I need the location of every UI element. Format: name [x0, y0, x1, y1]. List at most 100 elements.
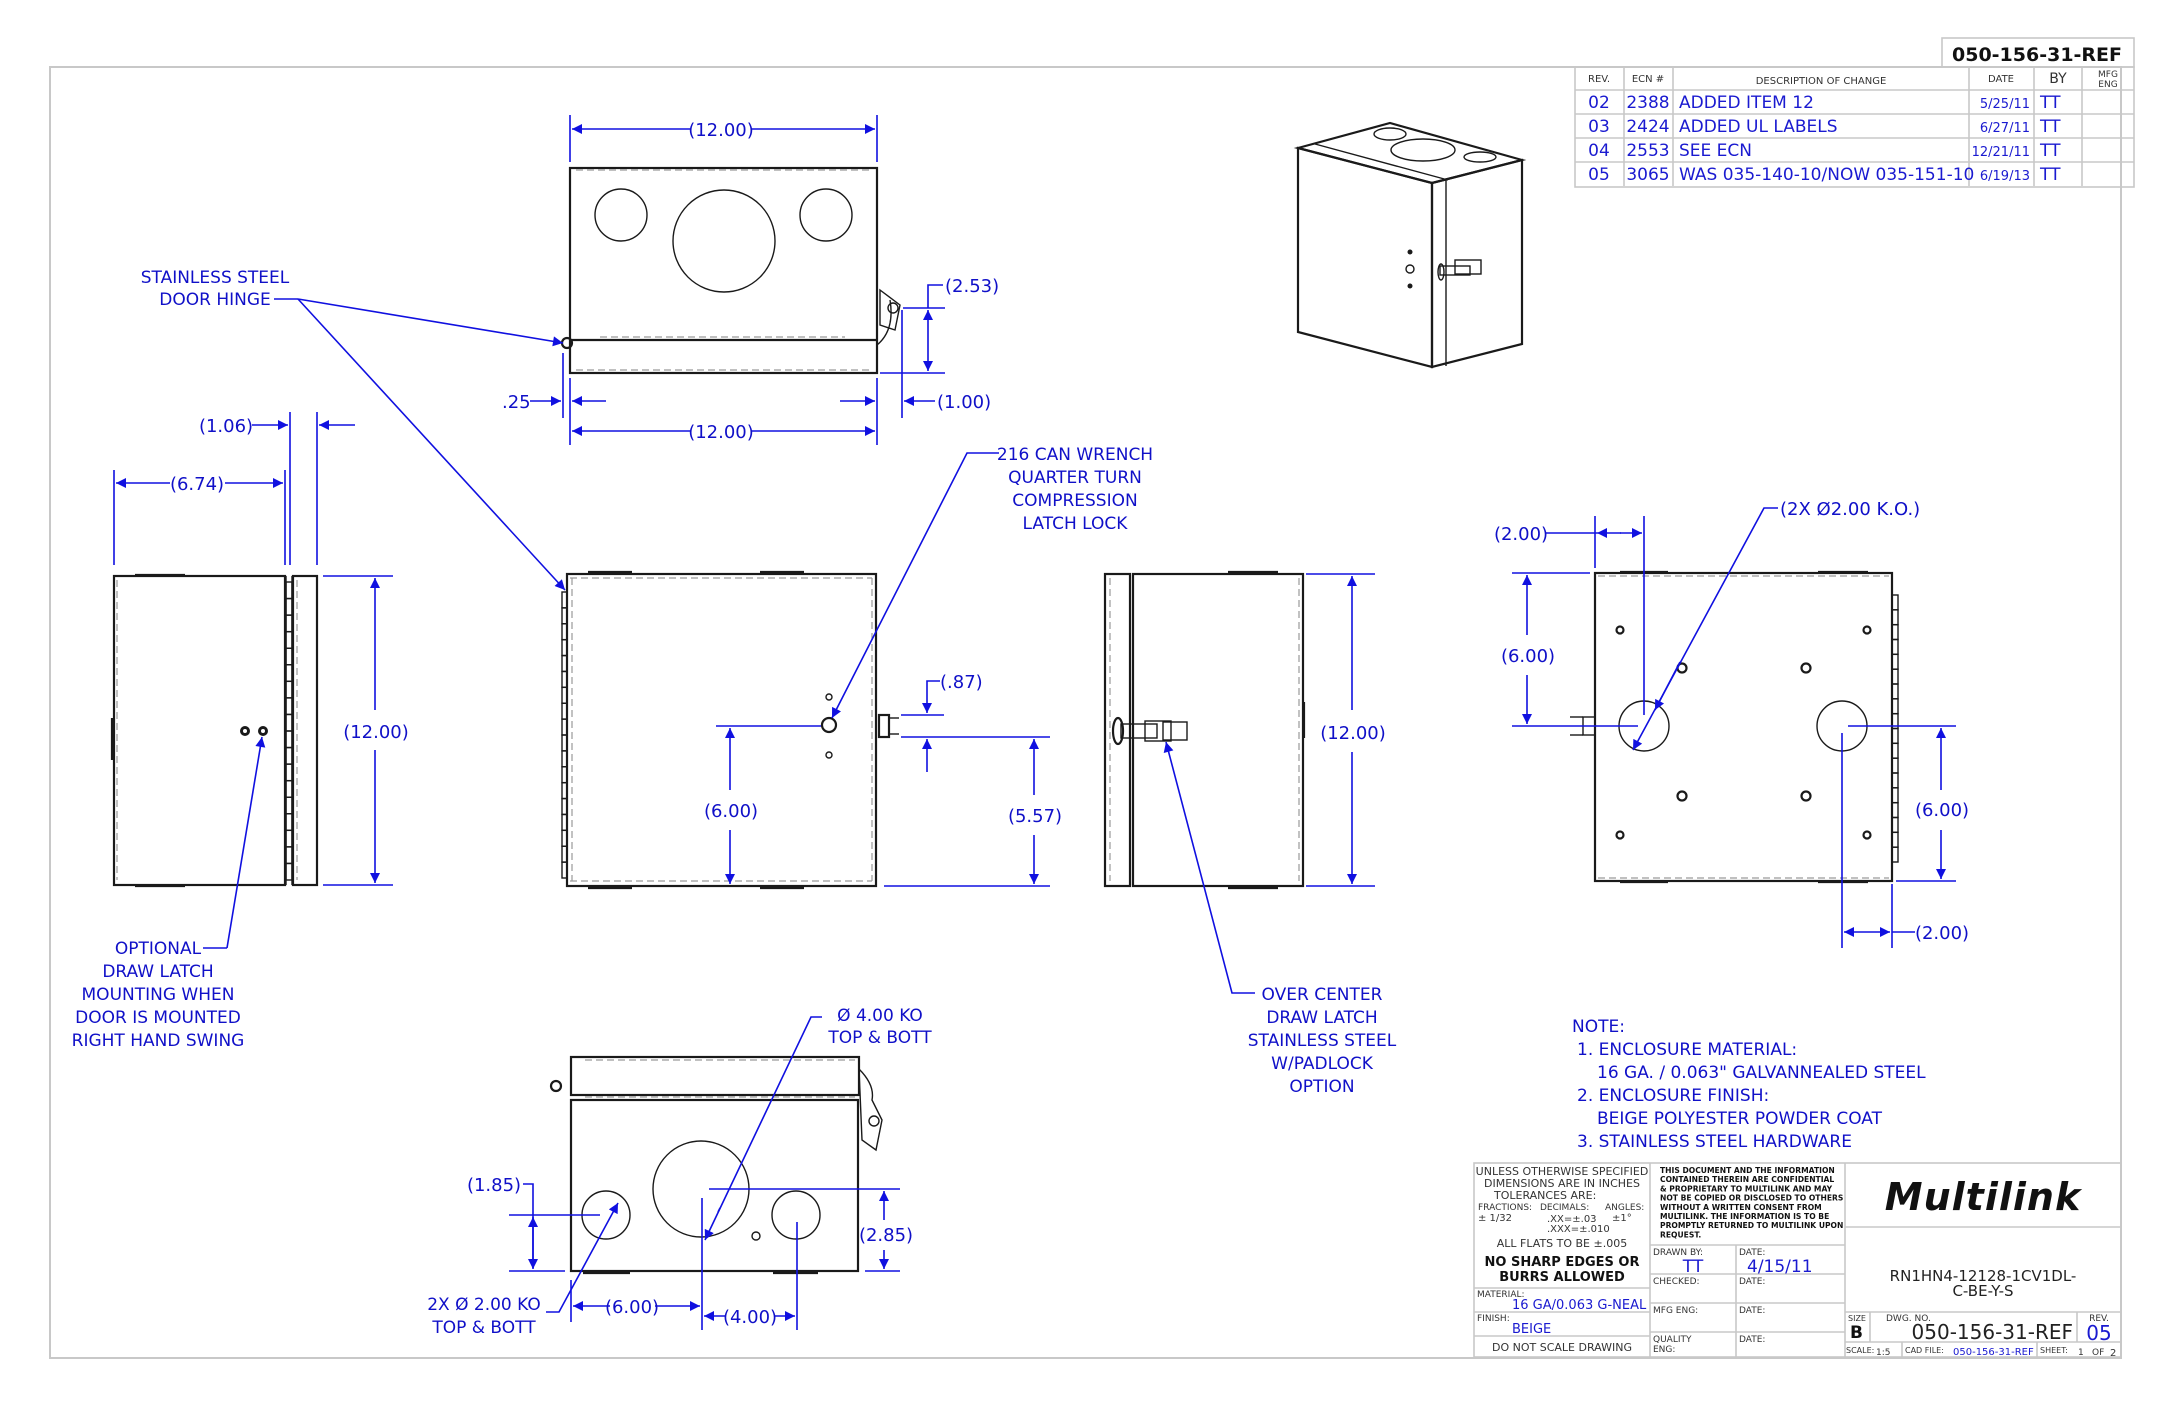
svg-text:RIGHT HAND SWING: RIGHT HAND SWING — [72, 1031, 245, 1051]
dim-bottom-small-ko-h: (1.85) — [467, 1175, 521, 1196]
svg-text:QUALITY: QUALITY — [1653, 1335, 1692, 1345]
svg-text:SCALE:: SCALE: — [1846, 1346, 1874, 1355]
mounting-hole — [1800, 790, 1812, 802]
svg-text:CHECKED:: CHECKED: — [1653, 1277, 1700, 1287]
svg-text:LATCH LOCK: LATCH LOCK — [1023, 514, 1129, 534]
ko-4-callout-line1: Ø 4.00 KO — [837, 1006, 923, 1026]
svg-text:DO NOT SCALE DRAWING: DO NOT SCALE DRAWING — [1492, 1341, 1632, 1354]
svg-text:DATE:: DATE: — [1739, 1335, 1765, 1345]
hinge-knuckle — [285, 746, 293, 765]
knockout-small-right — [771, 1190, 821, 1240]
mounting-hole — [1862, 625, 1872, 635]
svg-text:DECIMALS:: DECIMALS: — [1540, 1203, 1589, 1213]
hinge-knuckle — [285, 862, 293, 881]
size-value: B — [1850, 1323, 1863, 1343]
svg-text:FINISH:: FINISH: — [1477, 1314, 1510, 1324]
knockout-large — [672, 189, 776, 293]
dim-front-latch-width: (.87) — [940, 672, 983, 693]
svg-text:REV.: REV. — [2089, 1314, 2109, 1324]
svg-text:DATE:: DATE: — [1739, 1306, 1765, 1316]
svg-text:QUARTER TURN: QUARTER TURN — [1008, 468, 1142, 488]
svg-text:TOLERANCES ARE:: TOLERANCES ARE: — [1493, 1189, 1596, 1202]
drawn-date-value: 4/15/11 — [1747, 1257, 1813, 1277]
svg-text:DATE:: DATE: — [1739, 1248, 1765, 1258]
svg-text:±1°: ±1° — [1612, 1213, 1632, 1224]
hinge-knuckle — [285, 796, 293, 815]
ecn-cell: 2424 — [1626, 117, 1669, 137]
rev-value: 05 — [2086, 1321, 2111, 1345]
svg-text:MATERIAL:: MATERIAL: — [1477, 1290, 1525, 1300]
hinge-knuckle — [561, 861, 568, 879]
description-cell: WAS 035-140-10/NOW 035-151-10 — [1679, 165, 1974, 185]
hinge-knuckle — [285, 813, 293, 832]
confidential-notice-line: NOT BE COPIED OR DISCLOSED TO OTHERS — [1660, 1194, 1843, 1203]
hinge-knuckle — [285, 647, 293, 666]
svg-text:± 1/32: ± 1/32 — [1478, 1213, 1512, 1224]
dim-front-lock-height: (6.00) — [704, 801, 758, 822]
dim-back-ko-y2: (6.00) — [1915, 800, 1969, 821]
confidential-notice-line: THIS DOCUMENT AND THE INFORMATION — [1660, 1166, 1835, 1175]
date-cell: 6/19/13 — [1980, 169, 2030, 184]
general-notes: NOTE: 1. ENCLOSURE MATERIAL: 16 GA. / 0.… — [1572, 1017, 1926, 1152]
hinge-knuckle — [285, 680, 293, 699]
rev-cell: 03 — [1588, 117, 1610, 137]
over-center-callout: OVER CENTER DRAW LATCH STAINLESS STEEL W… — [1163, 741, 1397, 1097]
part-number-line2: C-BE-Y-S — [1952, 1282, 2013, 1300]
svg-text:BURRS ALLOWED: BURRS ALLOWED — [1499, 1270, 1625, 1285]
rev-cell: 05 — [1588, 165, 1610, 185]
hinge-pin-icon — [549, 1079, 563, 1093]
multilink-logo: Multilink — [1885, 1175, 2083, 1219]
svg-text:MFG ENG:: MFG ENG: — [1653, 1306, 1698, 1316]
door-hinge-callout: STAINLESS STEEL DOOR HINGE — [141, 268, 566, 591]
dim-side-depth: (6.74) — [170, 474, 224, 495]
left-side-view: (6.74) (1.06) (12.00) — [110, 412, 409, 888]
sheet-total: 2 — [2110, 1348, 2116, 1359]
svg-text:DRAW LATCH: DRAW LATCH — [1266, 1008, 1377, 1028]
part-number-line1: RN1HN4-12128-1CV1DL- — [1890, 1267, 2077, 1285]
rev-cell: 04 — [1588, 141, 1610, 161]
svg-text:16 GA. / 0.063" GALVANNEALED S: 16 GA. / 0.063" GALVANNEALED STEEL — [1597, 1063, 1926, 1083]
hinge-knuckle — [285, 829, 293, 848]
dim-top-width-lower: (12.00) — [688, 422, 754, 443]
revision-row: 05 3065 WAS 035-140-10/NOW 035-151-10 6/19/… — [1588, 165, 2061, 185]
mounting-hole — [1800, 662, 1812, 674]
material-value: 16 GA/0.063 G-NEAL — [1512, 1298, 1647, 1313]
svg-text:COMPRESSION: COMPRESSION — [1012, 491, 1137, 511]
svg-text:CAD FILE:: CAD FILE: — [1905, 1346, 1944, 1355]
by-cell: TT — [2039, 117, 2061, 137]
svg-text:.XX=±.03: .XX=±.03 — [1547, 1214, 1597, 1225]
isometric-view — [1293, 121, 1527, 369]
dim-top-width-upper: (12.00) — [688, 120, 754, 141]
lock-hole-icon — [1407, 249, 1413, 255]
hinge-knuckle — [285, 846, 293, 865]
confidential-notice-line: CONTAINED THEREIN ARE CONFIDENTIAL — [1660, 1175, 1834, 1184]
svg-text:W/PADLOCK: W/PADLOCK — [1271, 1054, 1374, 1074]
finish-value: BEIGE — [1512, 1322, 1551, 1337]
title-block: UNLESS OTHERWISE SPECIFIED DIMENSIONS AR… — [1473, 1162, 2122, 1359]
optional-latch-callout: OPTIONAL DRAW LATCH MOUNTING WHEN DOOR I… — [72, 736, 266, 1051]
mounting-hole — [1676, 790, 1688, 802]
svg-text:STAINLESS STEEL: STAINLESS STEEL — [141, 268, 290, 288]
dim-top-latch-depth: (2.53) — [945, 276, 999, 297]
by-cell: TT — [2039, 141, 2061, 161]
svg-text:2. ENCLOSURE FINISH:: 2. ENCLOSURE FINISH: — [1577, 1086, 1769, 1106]
ecn-cell: 3065 — [1626, 165, 1669, 185]
can-wrench-lock-icon — [820, 716, 838, 734]
svg-text:216 CAN WRENCH: 216 CAN WRENCH — [997, 445, 1153, 465]
svg-text:1. ENCLOSURE MATERIAL:: 1. ENCLOSURE MATERIAL: — [1577, 1040, 1797, 1060]
dim-back-ko-x: (2.00) — [1494, 524, 1548, 545]
drawing-border — [49, 66, 2122, 1359]
hinge-knuckle — [285, 581, 293, 600]
ecn-header: ECN # — [1632, 74, 1664, 85]
date-cell: 6/27/11 — [1980, 121, 2030, 136]
dim-top-offset: .25 — [502, 392, 531, 413]
date-cell: 5/25/11 — [1980, 97, 2030, 112]
hinge-knuckle — [285, 730, 293, 749]
svg-text:OF: OF — [2092, 1348, 2104, 1358]
revision-table: 050-156-31-REF REV. ECN # DESCRIPTION OF… — [1574, 37, 2135, 188]
svg-text:DRAWN BY:: DRAWN BY: — [1653, 1248, 1703, 1258]
description-cell: ADDED UL LABELS — [1679, 117, 1838, 137]
confidential-notice-line: PROMPTLY RETURNED TO MULTILINK UPON — [1660, 1221, 1843, 1230]
